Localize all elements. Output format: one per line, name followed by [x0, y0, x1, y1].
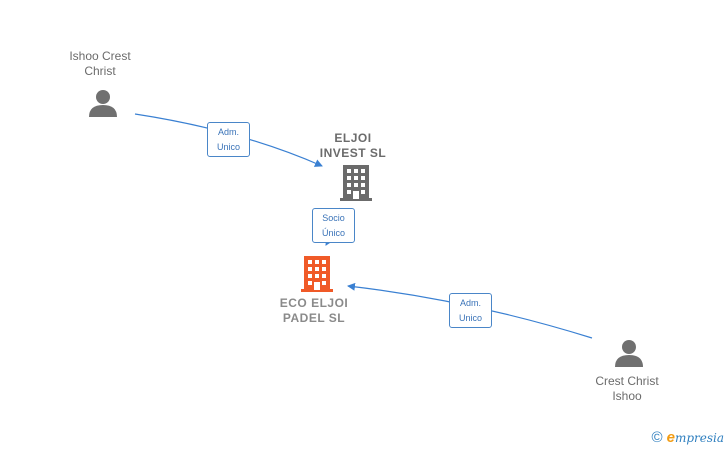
company-eljoi-label: ELJOI INVEST SL [319, 131, 387, 160]
copyright-icon: © [651, 429, 663, 446]
edge-label-socio-unico[interactable]: Socio Único [312, 208, 355, 243]
building-icon-main[interactable] [301, 256, 333, 292]
person-icon[interactable] [614, 338, 644, 368]
edge-label-adm-unico-bottom[interactable]: Adm. Unico [449, 293, 492, 328]
person-bottom-label: Crest Christ Ishoo [595, 374, 659, 403]
building-icon[interactable] [340, 165, 372, 201]
brand-logo[interactable]: empresia [666, 429, 724, 446]
person-top-label: Ishoo Crest Christ [69, 49, 131, 78]
company-main-label: ECO ELJOI PADEL SL [279, 296, 349, 325]
footer-brand: © empresia [652, 429, 724, 446]
edge-label-adm-unico-top[interactable]: Adm. Unico [207, 122, 250, 157]
person-icon[interactable] [88, 88, 118, 118]
